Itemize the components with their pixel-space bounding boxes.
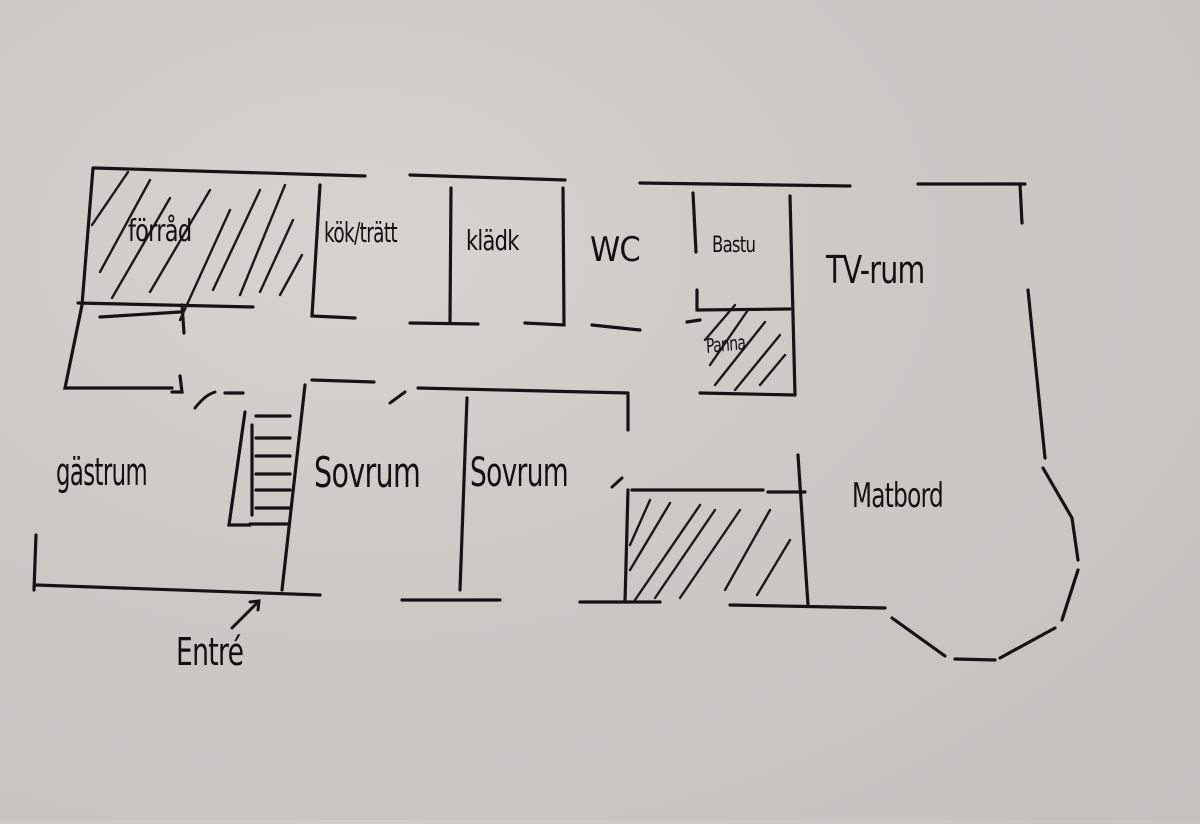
room-label-panna: Panna [705, 330, 746, 358]
dining-bay [890, 466, 1080, 662]
lower-rooms [32, 378, 887, 610]
room-label-gastrum: gästrum [56, 450, 148, 494]
stairs-icon [223, 391, 292, 527]
room-label-tv-rum: TV-rum [826, 248, 925, 292]
room-label-matbord: Matbord [852, 476, 944, 516]
room-label-sovrum-2: Sovrum [470, 450, 569, 496]
room-label-sovrum-1: Sovrum [314, 448, 421, 497]
entry-arrow-icon [230, 599, 261, 630]
tv-room [916, 182, 1047, 460]
room-label-entre: Entré [176, 630, 244, 674]
hall-wall [63, 303, 174, 390]
bath-sauna-block [638, 181, 852, 397]
room-label-wc: WC [590, 230, 641, 270]
room-label-bastu: Bastu [712, 233, 756, 258]
room-label-forrad: förråd [128, 214, 192, 249]
storage-room [76, 166, 367, 335]
room-label-kok: kök/trätt [324, 216, 398, 249]
door-swings [193, 390, 624, 489]
room-label-kladk: klädk [466, 224, 519, 257]
hall-wall [170, 374, 184, 394]
kitchen-closet-block [310, 173, 642, 332]
